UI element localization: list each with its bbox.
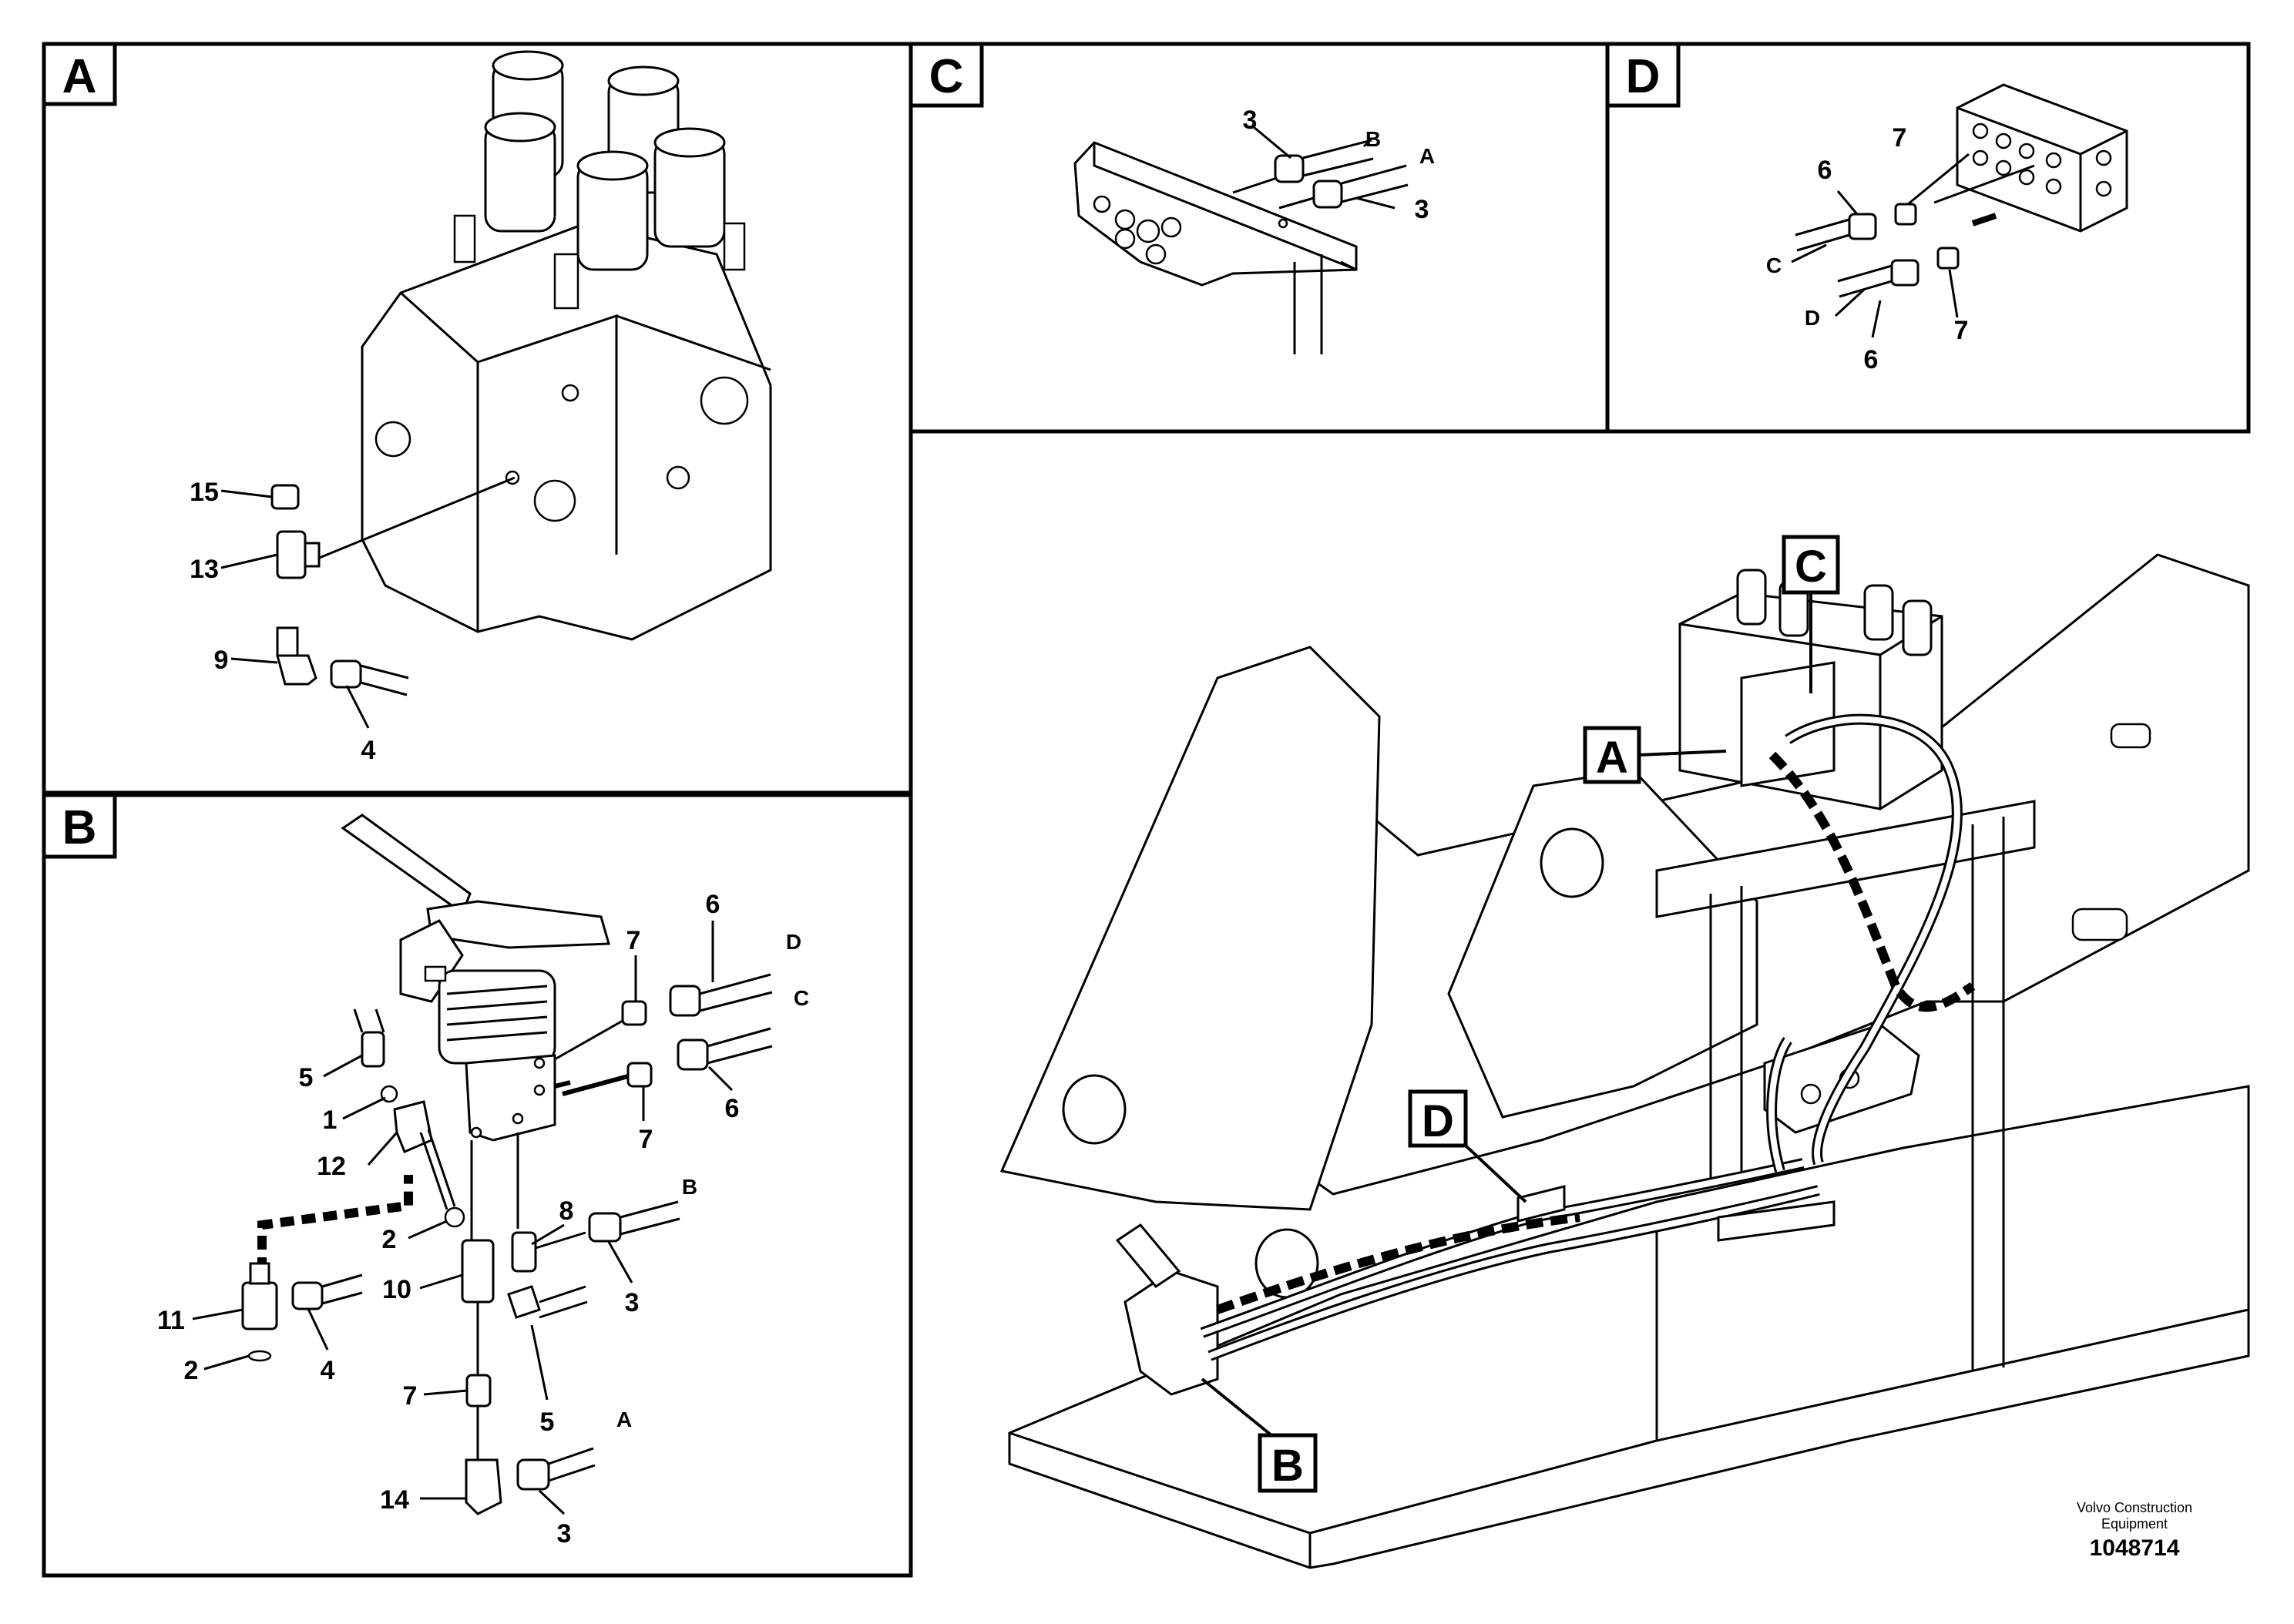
label-b-14: 14	[380, 1485, 409, 1515]
control-valve-block	[361, 50, 772, 641]
label-b-6-top: 6	[706, 890, 720, 919]
label-b-8: 8	[559, 1196, 574, 1226]
panel-a-leaders	[220, 489, 370, 729]
label-c-3-top: 3	[1243, 106, 1258, 135]
main-callout-d: D	[1408, 1089, 1527, 1203]
main-hoses	[1200, 713, 1976, 1361]
label-d-C: C	[1766, 253, 1782, 277]
panel-c: C 3 B A 3	[909, 42, 1435, 354]
label-b-11: 11	[157, 1306, 185, 1335]
brand-line-2: Equipment	[2101, 1516, 2168, 1532]
label-b-7-low: 7	[403, 1381, 418, 1411]
label-b-2-low: 2	[184, 1356, 199, 1385]
label-b-D: D	[786, 930, 801, 954]
brand-caption: Volvo Construction Equipment	[2019, 1500, 2250, 1532]
label-b-B: B	[682, 1175, 697, 1199]
label-b-C: C	[794, 986, 809, 1010]
label-a-13: 13	[190, 555, 219, 584]
main-callout-c-letter: C	[1795, 542, 1827, 592]
panel-b: B	[42, 793, 809, 1549]
label-b-A: A	[616, 1408, 632, 1431]
main-callout-c: C	[1782, 535, 1840, 693]
label-b-5-top: 5	[299, 1063, 314, 1092]
brand-line-1: Volvo Construction	[2076, 1500, 2193, 1515]
label-b-7-top: 7	[626, 926, 641, 955]
panel-frames	[42, 42, 2251, 1578]
main-callout-a: A	[1583, 726, 1727, 784]
panel-a: A	[42, 42, 772, 765]
label-b-2-mid: 2	[382, 1225, 397, 1254]
label-b-7-mid: 7	[639, 1125, 653, 1154]
pedal-valve-main	[1115, 1223, 1219, 1396]
main-callout-d-letter: D	[1422, 1096, 1454, 1146]
main-callout-a-letter: A	[1596, 733, 1628, 783]
label-c-A: A	[1419, 144, 1435, 168]
label-d-D: D	[1805, 306, 1820, 330]
panel-d: D	[1605, 42, 2128, 374]
panel-c-letter: C	[929, 50, 964, 103]
label-b-3-mid: 3	[625, 1288, 640, 1317]
panel-b-leaders	[192, 921, 734, 1515]
label-d-7-low: 7	[1954, 316, 1969, 345]
pedal-valve	[341, 814, 610, 1240]
main-callout-b: B	[1201, 1377, 1318, 1493]
label-c-3-low: 3	[1415, 195, 1429, 224]
panel-d-hoses	[1791, 153, 2035, 338]
label-d-6-top: 6	[1818, 156, 1832, 185]
label-d-7-top: 7	[1893, 123, 1907, 153]
panel-a-letter: A	[62, 50, 97, 103]
label-b-10: 10	[382, 1275, 411, 1304]
label-b-4: 4	[321, 1356, 335, 1385]
panel-c-hoses	[1232, 126, 1409, 210]
panel-b-fittings	[241, 973, 773, 1515]
panel-b-letter: B	[62, 801, 97, 854]
panel-d-letter: D	[1626, 50, 1661, 103]
label-a-15: 15	[190, 478, 219, 507]
machine-frame	[999, 553, 2250, 1569]
distribution-block-d	[1956, 83, 2128, 233]
main-assembly-view: C A D B	[999, 535, 2250, 1569]
label-a-4: 4	[361, 736, 376, 765]
bracket-c	[1073, 141, 1358, 354]
document-number: 1048714	[2089, 1535, 2180, 1561]
label-b-5-low: 5	[540, 1408, 555, 1437]
label-b-6-mid: 6	[725, 1094, 740, 1123]
label-a-9: 9	[214, 646, 229, 675]
label-b-3-low: 3	[557, 1519, 572, 1549]
label-d-6-low: 6	[1864, 345, 1879, 374]
main-callout-b-letter: B	[1271, 1441, 1304, 1491]
fitting-15-13-9	[270, 484, 409, 696]
label-c-B: B	[1365, 127, 1381, 151]
label-b-12: 12	[317, 1152, 346, 1181]
label-b-1: 1	[323, 1106, 338, 1135]
